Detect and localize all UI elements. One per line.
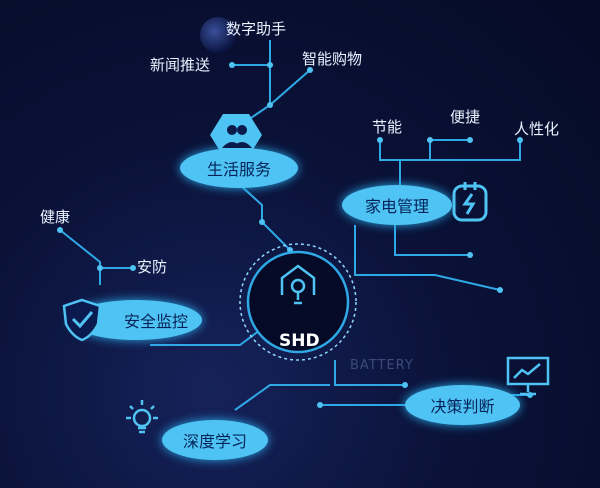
leaf-health: 健康 (40, 208, 71, 226)
leaf-smart-shopping: 智能购物 (302, 50, 363, 68)
node-appliance-mgmt: 家电管理 (342, 185, 452, 225)
leaf-security: 安防 (137, 258, 168, 276)
planet-decoration (200, 17, 236, 53)
smart-home-icon (280, 264, 316, 305)
leaf-news-push: 新闻推送 (150, 56, 211, 74)
battery-watermark: BATTERY (350, 358, 414, 373)
presentation-chart-icon (506, 356, 550, 396)
leaf-energy-saving: 节能 (372, 118, 403, 136)
leaf-personalized: 人性化 (514, 120, 560, 138)
lightbulb-icon (126, 400, 158, 434)
leaf-digital-assistant: 数字助手 (226, 20, 287, 38)
node-deep-learning: 深度学习 (162, 420, 268, 460)
plug-icon (452, 182, 488, 222)
leaf-convenient: 便捷 (450, 108, 481, 126)
center-dashed-ring (239, 243, 357, 361)
center-label: SHD (279, 331, 320, 351)
shield-check-icon (62, 298, 102, 342)
user-group-icon (210, 114, 262, 156)
node-decision-making: 决策判断 (405, 385, 520, 425)
